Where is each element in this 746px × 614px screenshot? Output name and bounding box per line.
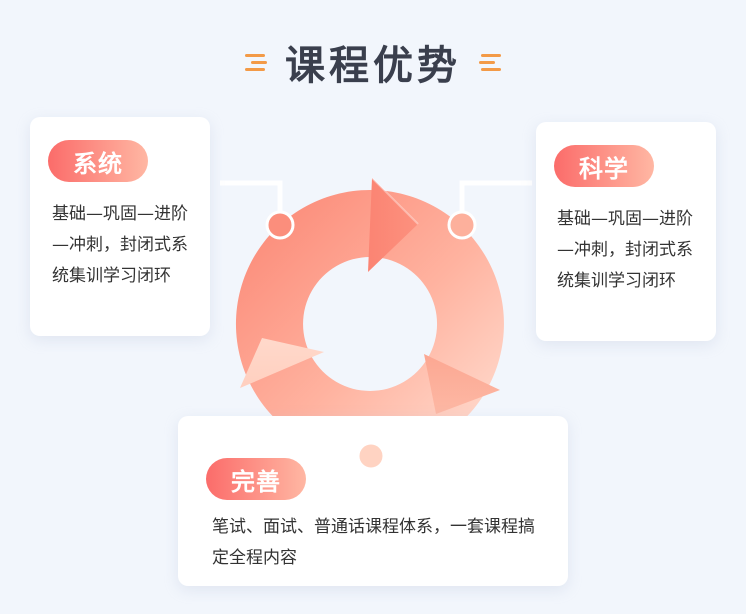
section-title: 课程优势 xyxy=(285,43,461,89)
feature-card-science: 科学 基础—巩固—进阶—冲刺，封闭式系统集训学习闭环 xyxy=(536,122,716,341)
title-decoration-left xyxy=(243,52,269,72)
feature-description-system: 基础—巩固—进阶—冲刺，封闭式系统集训学习闭环 xyxy=(52,204,188,286)
dot-right xyxy=(447,210,477,240)
cycle-arrow-right xyxy=(424,354,500,414)
feature-card-system: 系统 基础—巩固—进阶—冲刺，封闭式系统集训学习闭环 xyxy=(30,117,210,336)
feature-description-complete: 笔试、面试、普通话课程体系，一套课程搞定全程内容 xyxy=(212,517,535,568)
feature-badge-science: 科学 xyxy=(554,145,654,187)
cycle-arrow-left xyxy=(240,338,324,388)
cycle-arrow-top xyxy=(368,178,418,272)
feature-card-complete: 完善 笔试、面试、普通话课程体系，一套课程搞定全程内容 xyxy=(178,416,568,586)
feature-description-science: 基础—巩固—进阶—冲刺，封闭式系统集训学习闭环 xyxy=(557,209,693,291)
section-header: 课程优势 xyxy=(0,34,746,90)
title-decoration-right xyxy=(477,52,503,72)
feature-badge-system: 系统 xyxy=(48,140,148,182)
feature-badge-complete: 完善 xyxy=(206,458,306,500)
dot-left xyxy=(265,210,295,240)
